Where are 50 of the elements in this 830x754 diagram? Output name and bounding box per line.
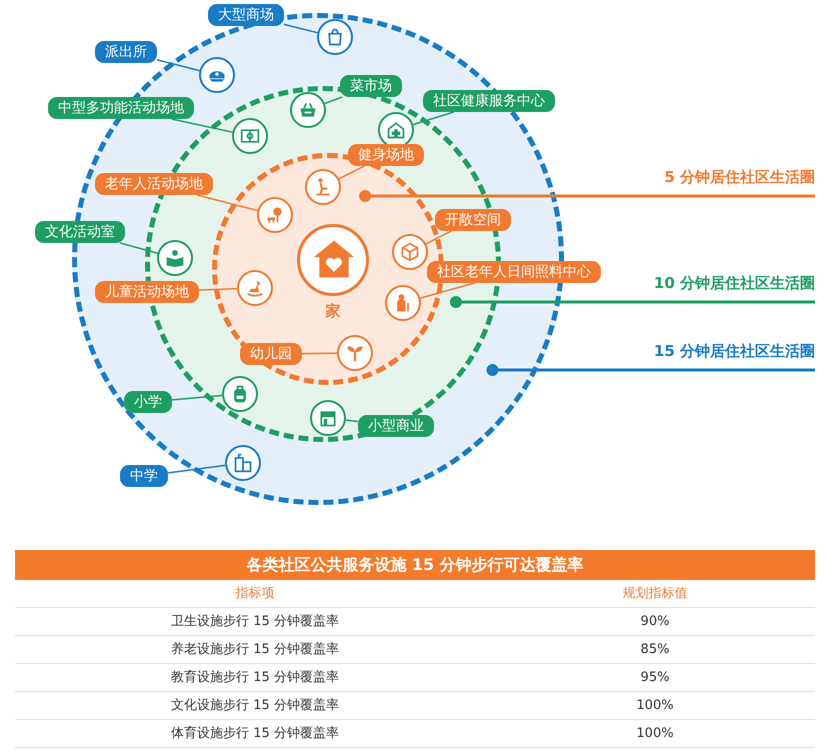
connector-line: [168, 464, 226, 474]
facility-marker: [337, 335, 373, 371]
facility-marker: [237, 270, 273, 306]
leader-line: [450, 296, 815, 308]
column-header: 规划指标值: [495, 580, 815, 608]
table-cell: 体育设施步行 15 分钟覆盖率: [15, 720, 495, 748]
facility-label: 文化活动室: [35, 221, 125, 243]
connector-line: [172, 118, 233, 133]
facility-marker: [290, 92, 326, 128]
table-cell: 文化设施步行 15 分钟覆盖率: [15, 692, 495, 720]
table-cell: 100%: [495, 692, 815, 720]
table-title: 各类社区公共服务设施 15 分钟步行可达覆盖率: [15, 550, 815, 580]
facility-marker: [310, 400, 346, 436]
facility-marker: [305, 169, 341, 205]
facility-label: 大型商场: [208, 4, 284, 26]
facility-marker: [392, 234, 428, 270]
zone-label: 10 分钟居住社区生活圈: [654, 274, 815, 293]
table-cell: 90%: [495, 608, 815, 636]
facility-label: 中型多功能活动场地: [48, 97, 194, 119]
leader-line: [486, 364, 815, 376]
facility-marker: [385, 285, 421, 321]
facility-marker: [232, 118, 268, 154]
zone-label: 15 分钟居住社区生活圈: [654, 342, 815, 361]
facility-marker: [317, 19, 353, 55]
table-cell: 教育设施步行 15 分钟覆盖率: [15, 664, 495, 692]
connector-line: [346, 419, 358, 422]
table-cell: 100%: [495, 720, 815, 748]
connector-line: [156, 59, 200, 72]
connector-line: [120, 242, 158, 254]
leader-line: [359, 190, 815, 202]
connector-line: [420, 282, 475, 299]
facility-marker: [225, 445, 261, 481]
facility-label: 社区老年人日间照料中心: [427, 261, 601, 283]
table-cell: 养老设施步行 15 分钟覆盖率: [15, 636, 495, 664]
connector-line: [172, 394, 222, 401]
connector-line: [196, 194, 258, 212]
connector-line: [324, 96, 342, 104]
table-cell: 卫生设施步行 15 分钟覆盖率: [15, 608, 495, 636]
facility-marker: [157, 240, 193, 276]
column-header: 指标项: [15, 580, 495, 608]
connector-line: [284, 24, 318, 34]
facility-marker: [257, 197, 293, 233]
facility-marker: [222, 376, 258, 412]
zone-label: 5 分钟居住社区生活圈: [664, 168, 815, 187]
connector-line: [302, 352, 337, 354]
home-label: 家: [326, 302, 340, 321]
table-cell: 95%: [495, 664, 815, 692]
table-cell: 85%: [495, 636, 815, 664]
facility-marker: [199, 57, 235, 93]
connector-line: [338, 165, 365, 180]
